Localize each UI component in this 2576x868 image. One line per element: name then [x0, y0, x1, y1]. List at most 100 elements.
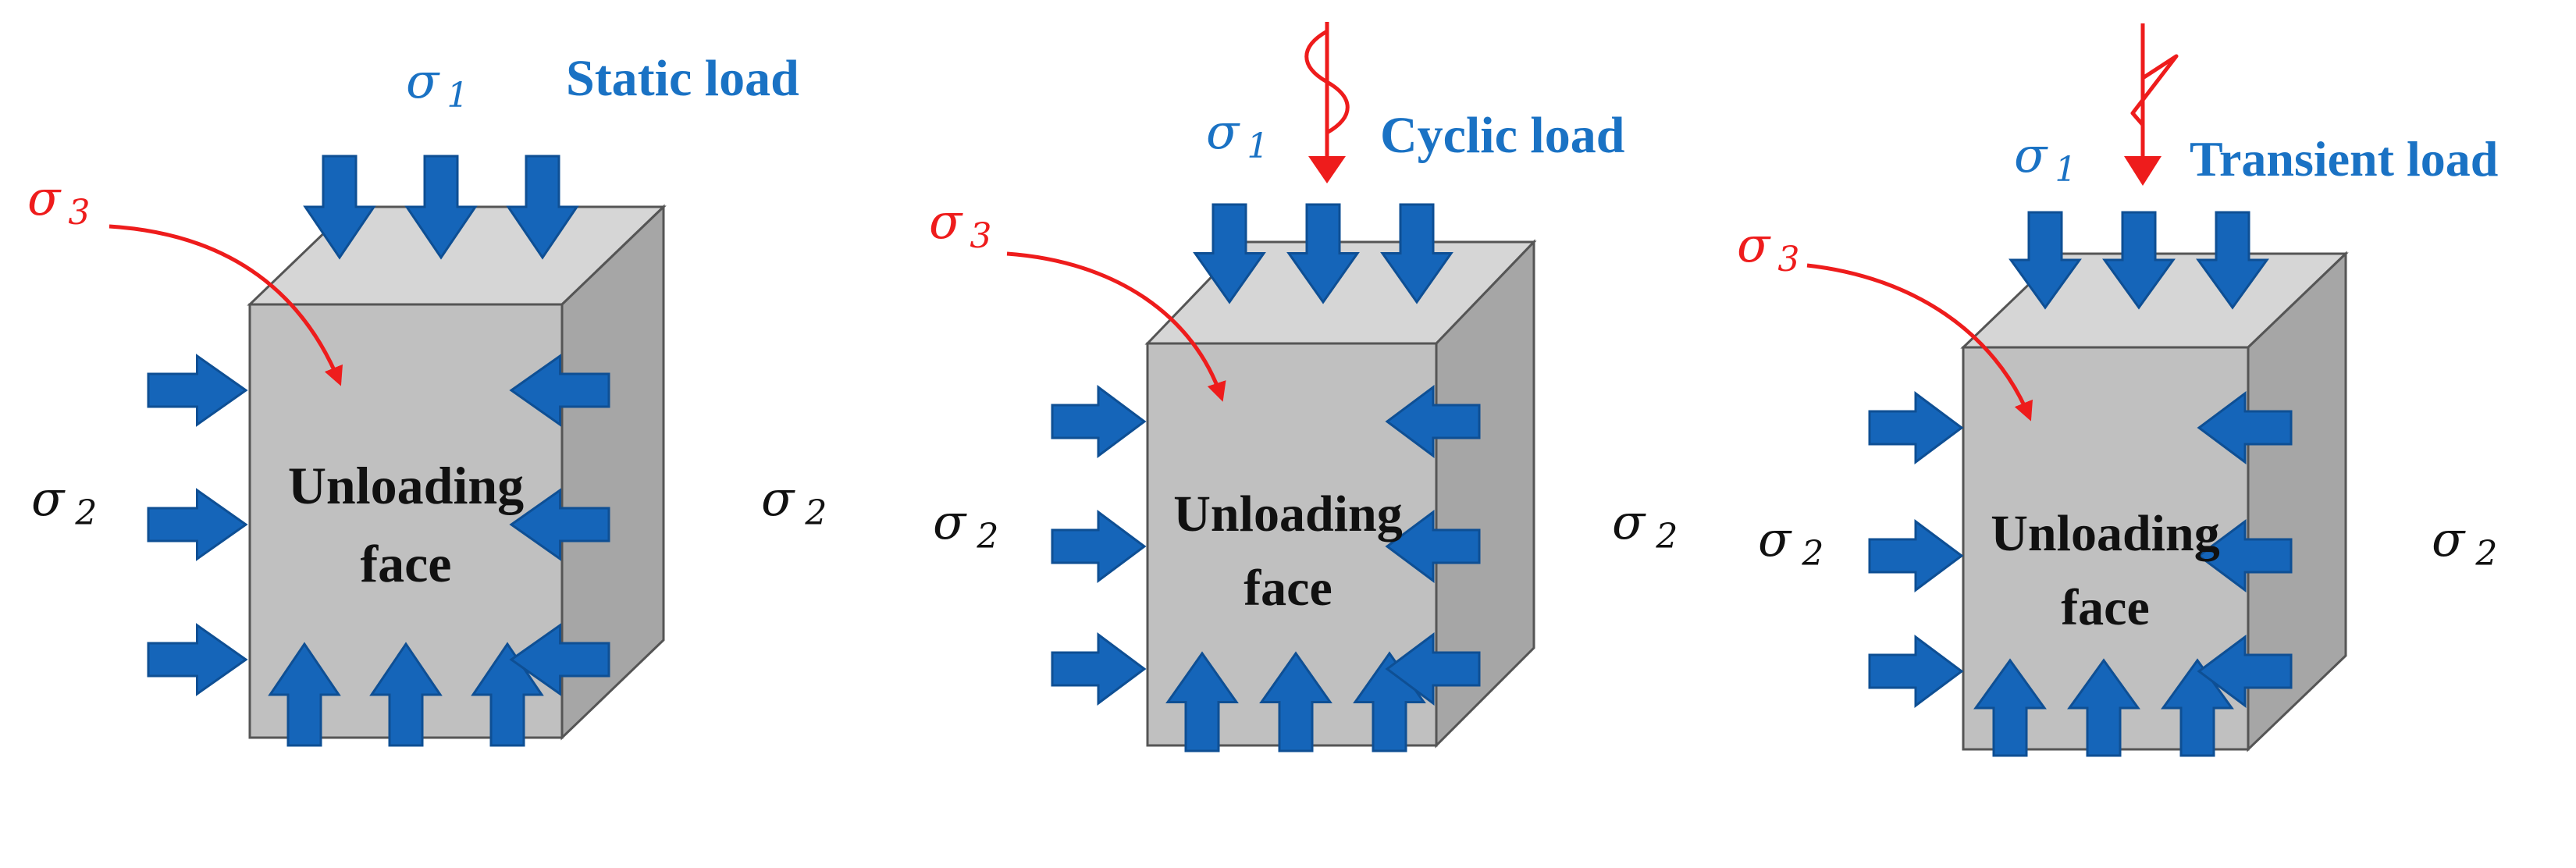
blue-arrow-down: [303, 155, 376, 260]
blue-arrow-left: [509, 354, 610, 427]
blue-arrow-left: [509, 623, 610, 696]
blue-arrow-left: [1385, 385, 1481, 458]
blue-arrow-up: [369, 642, 443, 747]
blue-arrow-shape: [404, 155, 478, 260]
blue-arrow-shape: [1051, 385, 1147, 458]
blue-arrow-shape: [1868, 519, 1964, 592]
blue-arrow-shape: [1165, 651, 1239, 752]
blue-arrow-shape: [2067, 658, 2140, 757]
sigma3-red-curved-arrow: [1006, 251, 1226, 402]
blue-arrow-shape: [1051, 510, 1147, 583]
cyclic-wave-arrow-icon: [1304, 22, 1350, 183]
blue-arrow-shape: [1385, 385, 1481, 458]
blue-arrow-left: [1385, 632, 1481, 706]
bottom-support-arrows: [1973, 658, 2234, 757]
blue-arrow-shape: [509, 488, 610, 561]
blue-arrow-down: [506, 155, 579, 260]
sigma2-right-arrows: [1385, 385, 1481, 706]
blue-arrow-shape: [1868, 391, 1964, 464]
blue-arrow-shape: [1051, 632, 1147, 706]
bottom-support-arrows: [1165, 651, 1426, 752]
blue-arrow-shape: [2102, 211, 2176, 310]
transient-load-label: Transient load: [2190, 131, 2498, 187]
blue-arrow-shape: [1385, 632, 1481, 706]
blue-arrow-down: [2102, 211, 2176, 310]
blue-arrow-shape: [2197, 391, 2293, 464]
blue-arrow-shape: [268, 642, 341, 747]
sigma3-red-curved-arrow: [1806, 263, 2033, 422]
blue-arrow-shape: [2196, 211, 2269, 310]
blue-arrow-left: [2197, 391, 2293, 464]
blue-arrow-down: [2008, 211, 2082, 310]
blue-arrow-shape: [509, 354, 610, 427]
blue-arrow-right: [1868, 391, 1964, 464]
blue-arrow-shape: [1380, 203, 1453, 304]
sigma3-red-curved-arrow: [109, 224, 343, 386]
blue-arrow-down: [404, 155, 478, 260]
blue-arrow-shape: [1193, 203, 1266, 304]
blue-arrow-up: [268, 642, 341, 747]
blue-arrow-shape: [1286, 203, 1360, 304]
blue-arrow-shape: [369, 642, 443, 747]
blue-arrow-shape: [147, 488, 248, 561]
sigma2-right-arrows: [509, 354, 610, 696]
static-load-label: Static load: [566, 50, 799, 107]
blue-arrow-up: [1973, 658, 2047, 757]
blue-arrow-shape: [1868, 635, 1964, 708]
blue-arrow-up: [2067, 658, 2140, 757]
blue-arrow-shape: [1259, 651, 1332, 752]
blue-arrow-right: [1868, 635, 1964, 708]
blue-arrow-right: [1868, 519, 1964, 592]
blue-arrow-shape: [2197, 635, 2293, 708]
sigma2-left-arrows: [1868, 391, 1964, 708]
blue-arrow-shape: [509, 623, 610, 696]
unloading-face-label-line2: face: [2061, 579, 2150, 636]
blue-arrow-down: [2196, 211, 2269, 310]
unloading-face-label-line2: face: [1244, 560, 1332, 617]
sigma1-arrows: [1193, 203, 1453, 304]
sigma1-arrows: [2008, 211, 2269, 310]
blue-arrow-right: [147, 623, 248, 696]
blue-arrow-down: [1286, 203, 1360, 304]
blue-arrow-right: [147, 488, 248, 561]
blue-arrow-right: [1051, 385, 1147, 458]
blue-arrow-right: [1051, 510, 1147, 583]
unloading-face-label-line2: face: [360, 534, 451, 593]
blue-arrow-shape: [506, 155, 579, 260]
blue-arrow-left: [1385, 510, 1481, 583]
blue-arrow-right: [147, 354, 248, 427]
cyclic-load-label: Cyclic load: [1380, 107, 1624, 164]
blue-arrow-down: [1193, 203, 1266, 304]
sigma1-arrows: [303, 155, 579, 260]
transient-pulse-arrow-icon: [2124, 23, 2179, 186]
blue-arrow-shape: [1973, 658, 2047, 757]
blue-arrow-left: [2197, 635, 2293, 708]
blue-arrow-shape: [147, 354, 248, 427]
blue-arrow-shape: [147, 623, 248, 696]
blue-arrow-left: [509, 488, 610, 561]
blue-arrow-down: [1380, 203, 1453, 304]
blue-arrow-shape: [2008, 211, 2082, 310]
sigma2-left-arrows: [147, 354, 248, 696]
blue-arrow-shape: [303, 155, 376, 260]
sigma2-left-arrows: [1051, 385, 1147, 706]
blue-arrow-right: [1051, 632, 1147, 706]
bottom-support-arrows: [268, 642, 544, 747]
blue-arrow-shape: [2197, 519, 2293, 592]
unloading-face-label-line1: Unloading: [1173, 486, 1402, 542]
